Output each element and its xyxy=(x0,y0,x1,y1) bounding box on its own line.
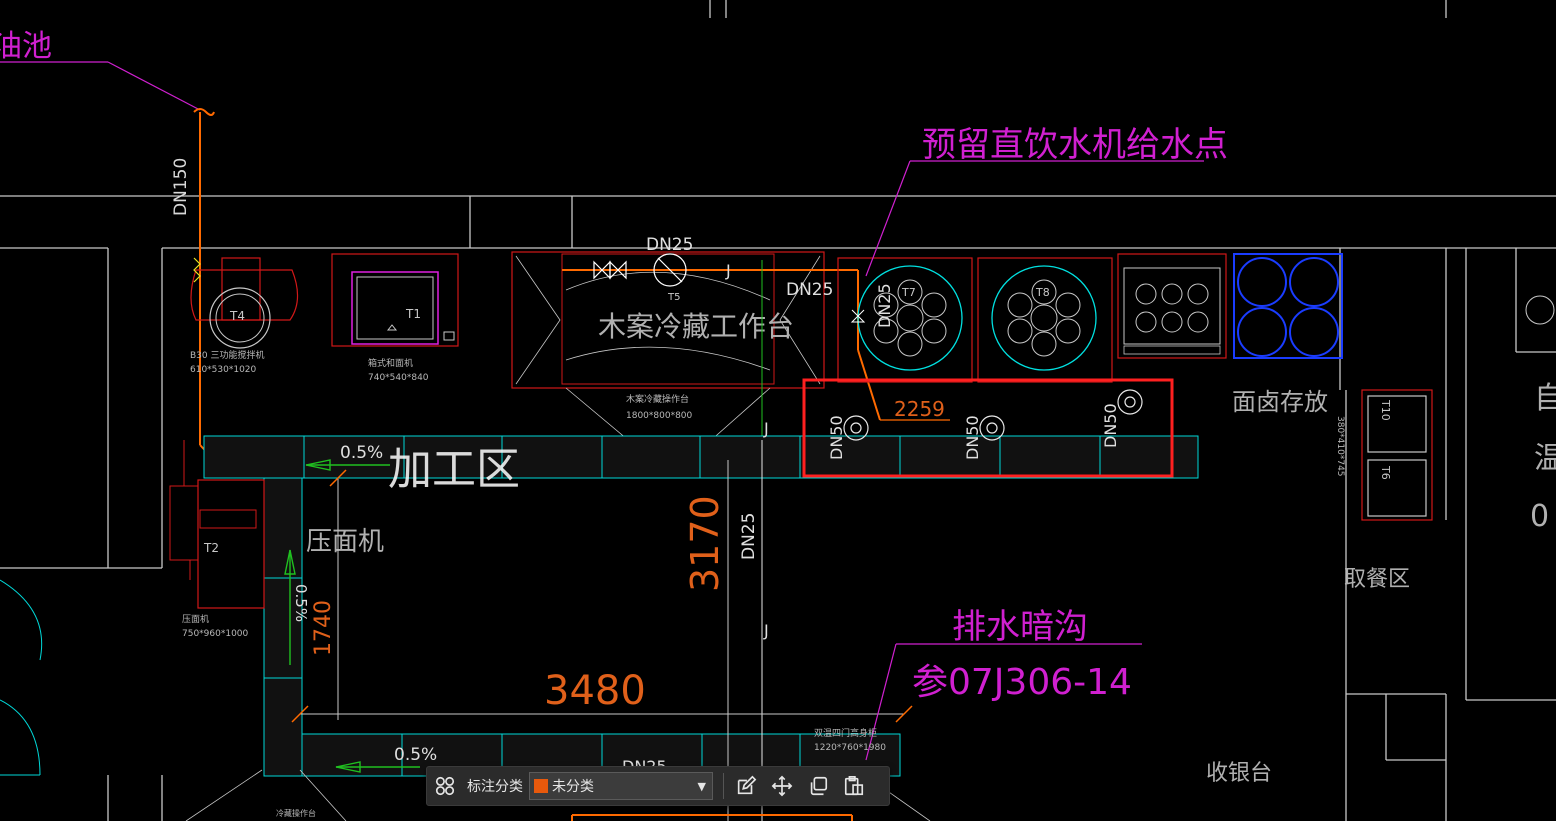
work-table-size: 1800*800*800 xyxy=(626,411,693,421)
drain-ref-label: 参07J306-14 xyxy=(912,662,1132,703)
door-arcs xyxy=(0,295,1555,776)
dn50-label-2: DN50 xyxy=(963,415,982,460)
slope-arrows xyxy=(284,459,420,773)
cashier-label: 收银台 xyxy=(1206,761,1272,786)
pickup-area-label: 取餐区 xyxy=(1344,567,1410,592)
noodle-press-name: 压面机 xyxy=(182,613,209,625)
box-mixer-name: 箱式和面机 xyxy=(368,357,413,369)
noodle-press-size: 750*960*1000 xyxy=(182,629,249,639)
reserved-water-leader xyxy=(865,160,1204,277)
dn150-label: DN150 xyxy=(171,158,191,216)
bottom-table-name: 冷藏操作台 xyxy=(276,808,316,818)
chevron-down-icon: ▼ xyxy=(697,779,706,793)
dim-3480: 3480 xyxy=(544,668,646,714)
right-units xyxy=(1361,389,1433,521)
category-label: 标注分类 xyxy=(467,779,523,795)
paste-icon[interactable] xyxy=(836,768,872,804)
category-select[interactable]: 未分类 ▼ xyxy=(529,772,713,800)
noodle-storage-label: 面卤存放 xyxy=(1232,388,1328,416)
grid-icon[interactable] xyxy=(427,768,463,804)
mixer-t4 xyxy=(190,257,299,349)
t5-tag: T5 xyxy=(667,292,680,303)
dim-2259: 2259 xyxy=(894,397,945,421)
copy-icon[interactable] xyxy=(800,768,836,804)
dim-3170: 3170 xyxy=(683,495,727,592)
annotation-toolbar: 标注分类 未分类 ▼ xyxy=(426,766,890,806)
bottom-cab-size: 1220*760*1980 xyxy=(814,743,886,753)
work-table-spec: 木案冷藏操作台 xyxy=(626,393,689,405)
right-char-3: 0 xyxy=(1530,499,1549,534)
dn150-pipe xyxy=(193,108,217,463)
highlight-box[interactable] xyxy=(802,378,1174,478)
dn25-right-label: DN25 xyxy=(786,280,833,300)
t7-tag: T7 xyxy=(901,286,916,299)
blue-pot-unit xyxy=(1233,253,1343,359)
slope-bottom-label: 0.5% xyxy=(394,745,437,765)
slope-left-label: 0.5% xyxy=(292,584,310,622)
category-select-value: 未分类 xyxy=(552,779,594,795)
drain-label: 排水暗沟 xyxy=(952,607,1088,647)
work-table-label: 木案冷藏工作台 xyxy=(598,310,794,343)
dn50-label-3: DN50 xyxy=(1101,403,1120,448)
valve-icon xyxy=(593,253,687,287)
right-char-2: 温 xyxy=(1534,441,1556,476)
cooktop-t8 xyxy=(977,257,1113,383)
mixer-name: B30 三功能搅拌机 xyxy=(190,349,265,361)
noodle-press-t2 xyxy=(169,440,265,609)
processing-zone-label: 加工区 xyxy=(388,444,520,495)
oil-pool-leader xyxy=(0,61,201,111)
dim-ticks xyxy=(291,469,913,723)
edit-icon[interactable] xyxy=(728,768,764,804)
j-mark-2: J xyxy=(763,621,769,640)
dn50-label-1: DN50 xyxy=(827,415,846,460)
t6-tag: T6 xyxy=(1379,465,1392,480)
bottom-cab-name: 双温四门高身柜 xyxy=(814,727,877,739)
toolbar-divider xyxy=(723,773,724,799)
counter-strips xyxy=(203,435,1199,777)
drain-leader xyxy=(865,643,1142,761)
category-color-swatch xyxy=(534,779,548,793)
mixer-size: 610*530*1020 xyxy=(190,365,257,375)
noodle-press-label: 压面机 xyxy=(306,527,384,557)
dn25-top-label: DN25 xyxy=(646,235,693,255)
dn25-vert-label: DN25 xyxy=(875,283,894,328)
right-size-label: 380*410*745 xyxy=(1335,416,1345,477)
box-mixer-size: 740*540*840 xyxy=(368,373,429,383)
move-icon[interactable] xyxy=(764,768,800,804)
t8-tag: T8 xyxy=(1035,286,1050,299)
mixer-t4-tag: T4 xyxy=(229,309,245,323)
dn25-center-label: DN25 xyxy=(739,513,759,560)
j-mark-1: J xyxy=(763,419,769,438)
right-char-1: 自 xyxy=(1534,381,1556,416)
noodle-press-tag: T2 xyxy=(203,541,219,555)
j-mark-3: J xyxy=(725,261,731,280)
bottom-diagonals xyxy=(185,769,931,821)
box-mixer-t1 xyxy=(331,253,459,347)
cooktop-t7 xyxy=(837,257,973,383)
dim-1740: 1740 xyxy=(311,600,336,656)
oil-pool-label: 油池 xyxy=(0,29,52,64)
small-valve-icon xyxy=(850,309,866,323)
grill-unit xyxy=(1117,253,1227,359)
slope-top-label: 0.5% xyxy=(340,443,383,463)
bottom-orange-box xyxy=(571,814,853,821)
reserved-water-label: 预留直饮水机给水点 xyxy=(922,125,1228,165)
box-mixer-tag: T1 xyxy=(405,307,421,321)
t10-tag: T10 xyxy=(1379,399,1392,421)
drain-points xyxy=(843,389,1143,441)
